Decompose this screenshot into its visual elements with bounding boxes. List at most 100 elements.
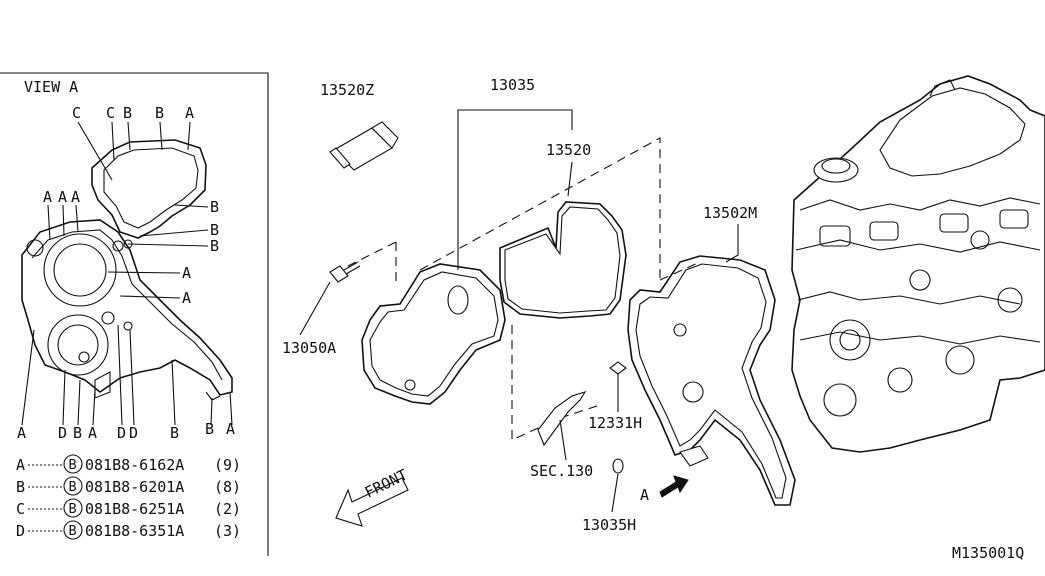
front-arrow-icon (335, 477, 409, 527)
engine-boss-6 (909, 269, 931, 291)
legend-circle-d (63, 520, 83, 540)
legend-circle-b (63, 476, 83, 496)
legend-qty-a: (9) (214, 456, 241, 474)
legend-row-b: B B 081B8-6201A (8) (16, 476, 241, 496)
dowel-12331H: 12331H (588, 361, 642, 432)
oil-cap (813, 157, 859, 183)
callout-bottom-3: B (73, 424, 82, 442)
callout-right-4: A (182, 264, 191, 282)
callout-top-4: B (155, 104, 164, 122)
leader-13520 (567, 161, 573, 197)
engine-boss-3 (887, 367, 913, 393)
valve-cover-tab (929, 79, 956, 97)
bolt-13050A: 13050A (282, 261, 361, 357)
arrow-a-icon (659, 475, 689, 498)
label-13035H: 13035H (582, 516, 636, 534)
upper-cover-outline (91, 139, 207, 239)
legend-row-d: D B 081B8-6351A (3) (16, 520, 241, 540)
cover-port (447, 285, 469, 315)
callout-bottom-5: D (117, 424, 126, 442)
crank-pulley-inner (53, 243, 107, 297)
plate-hole-2 (673, 323, 687, 337)
leader-13502M (725, 224, 739, 263)
label-12331H: 12331H (588, 414, 642, 432)
engine-port-4 (999, 209, 1029, 229)
callout-top-3: B (123, 104, 132, 122)
label-13520Z: 13520Z (320, 81, 374, 99)
callout-bottom-9: A (226, 420, 235, 438)
legend-part-a: 081B8-6162A (85, 456, 184, 474)
legend-key-b: B (16, 478, 25, 496)
cover-bolt-hole (404, 379, 416, 391)
label-13035: 13035 (490, 76, 535, 94)
rear-plate-13502M: 13502M (627, 204, 796, 506)
front-cover-13035 (361, 263, 506, 405)
engine-block (791, 75, 1045, 453)
callout-right-5: A (182, 289, 191, 307)
plate-hole-1 (682, 381, 704, 403)
legend-row-a: A B 081B8-6162A (9) (16, 454, 241, 474)
label-sec130: SEC.130 (530, 462, 593, 480)
engine-port-3 (939, 213, 969, 233)
legend-qty-d: (3) (214, 522, 241, 540)
view-a-title: VIEW A (24, 78, 78, 96)
callout-top-1: C (72, 104, 81, 122)
legend-key-d: D (16, 522, 25, 540)
legend-circle-letter-b: B (69, 479, 77, 495)
legend-qty-b: (8) (214, 478, 241, 496)
label-group-13035: 13035 13520 (457, 76, 591, 270)
label-13502M: 13502M (703, 204, 757, 222)
callout-bottom-1: A (17, 424, 26, 442)
label-13520: 13520 (546, 141, 591, 159)
oring-13035H: 13035H (582, 458, 636, 534)
front-indicator: FRONT (335, 466, 410, 527)
bolt-boss-1 (26, 239, 44, 257)
legend-circle-c (63, 498, 83, 518)
bracket-lower (94, 371, 111, 399)
engine-boss-4 (945, 345, 975, 375)
oil-pump-inner (57, 324, 99, 366)
front-cover-inner (369, 271, 499, 397)
callout-left-2: A (58, 188, 67, 206)
legend-circle-letter-d: B (69, 523, 77, 539)
callout-right-2: B (210, 221, 219, 239)
callout-top-2: C (106, 104, 115, 122)
bolt-legend: A B 081B8-6162A (9) B B 081B8-6201A (8) … (16, 454, 241, 540)
legend-row-c: C B 081B8-6251A (2) (16, 498, 241, 518)
figure-id: M135001Q (952, 544, 1024, 562)
gasket-13520-inner (504, 206, 621, 314)
bolt-boss-5 (112, 240, 124, 252)
legend-qty-c: (2) (214, 500, 241, 518)
gasket-13520 (499, 201, 627, 319)
legend-part-b: 081B8-6201A (85, 478, 184, 496)
callout-top-5: A (185, 104, 194, 122)
legend-key-c: C (16, 500, 25, 518)
valve-cover (879, 87, 1026, 177)
engine-boss-7 (970, 230, 990, 250)
legend-part-c: 081B8-6251A (85, 500, 184, 518)
legend-part-d: 081B8-6351A (85, 522, 184, 540)
leader-13035 (457, 109, 573, 270)
bolt-boss-4 (123, 321, 133, 331)
engine-port-1 (819, 225, 851, 247)
callout-bottom-7: B (170, 424, 179, 442)
chain-guide: SEC.130 (530, 391, 593, 480)
upper-cover-inner (103, 147, 199, 229)
bolt-boss-2 (78, 351, 90, 363)
callout-right-1: B (210, 198, 219, 216)
callout-bottom-2: D (58, 424, 67, 442)
callout-bottom-6: D (129, 424, 138, 442)
crank-pulley-ring (43, 233, 117, 307)
legend-circle-a (63, 454, 83, 474)
view-a-leaders (21, 121, 233, 426)
oil-pump-ring (47, 314, 109, 376)
engine-boss-2 (823, 383, 857, 417)
callout-left-1: A (43, 188, 52, 206)
legend-circle-letter-a: B (69, 457, 77, 473)
engine-boss-1 (829, 319, 871, 361)
callout-bottom-8: B (205, 420, 214, 438)
engine-boss-5 (997, 287, 1023, 313)
callout-left-3: A (71, 188, 80, 206)
